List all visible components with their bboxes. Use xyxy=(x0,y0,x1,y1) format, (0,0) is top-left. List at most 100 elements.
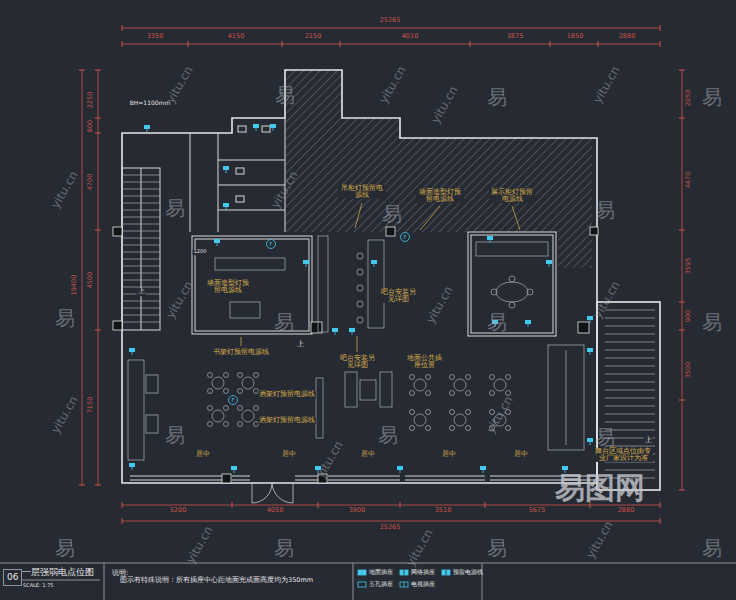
stair-tread xyxy=(605,390,655,391)
dimension-text: 4150 xyxy=(227,33,246,40)
annotation-text: 吧台安装另见详图 xyxy=(379,289,417,303)
inner-walls xyxy=(122,118,556,336)
dimension-text: 2050 xyxy=(685,89,692,108)
stair-tread xyxy=(605,318,655,319)
legend-item: 电视插座 xyxy=(399,581,435,588)
chair xyxy=(254,406,259,411)
chair xyxy=(410,410,415,415)
dimension-tick xyxy=(660,518,661,524)
legend-symbol-body xyxy=(358,582,366,587)
annotation-text: 吧台安装另见详图 xyxy=(338,355,376,369)
stair-tread xyxy=(122,224,160,225)
dimension-text: 4010 xyxy=(401,33,420,40)
dimension-text: 3875 xyxy=(506,33,525,40)
dimension-text: 25265 xyxy=(379,17,402,24)
chair xyxy=(208,373,213,378)
dimension-text: 3350 xyxy=(146,33,165,40)
watermark-url: yitu.cn xyxy=(314,439,346,481)
annotation-text: 书架灯预留电源线 xyxy=(212,349,270,356)
stair-tread xyxy=(122,217,160,218)
socket-lead xyxy=(217,243,218,246)
stair-tread xyxy=(122,322,160,323)
legend-symbol-body xyxy=(442,570,450,575)
chair xyxy=(450,410,455,415)
dimension-tick xyxy=(122,25,123,31)
chair xyxy=(208,422,213,427)
dimension-text: 3900 xyxy=(348,507,367,514)
cell-heading: 说明: xyxy=(112,569,313,577)
socket-body xyxy=(332,328,338,332)
dimension-text: 900 xyxy=(685,309,692,323)
watermark-url: yitu.cn xyxy=(584,519,616,561)
dining-table xyxy=(450,375,471,396)
dimension-tick xyxy=(550,41,551,47)
socket-symbol xyxy=(303,260,309,267)
dimension-tick xyxy=(679,118,685,119)
watermark: 易 xyxy=(595,199,615,221)
socket-symbol xyxy=(270,124,276,131)
socket-symbol xyxy=(349,328,355,335)
watermark-url: yitu.cn xyxy=(484,394,516,436)
table-top xyxy=(494,379,506,391)
legend-item: 网络插座 xyxy=(399,569,435,576)
dimension-tick xyxy=(679,302,685,303)
socket-body xyxy=(253,124,259,128)
dimension-tick xyxy=(679,230,685,231)
socket-symbol xyxy=(129,463,135,470)
stair-tread xyxy=(605,406,655,407)
annotation-text: 地面公共插座位置 xyxy=(405,355,443,369)
chair xyxy=(466,426,471,431)
dimension-text: 25265 xyxy=(379,524,402,531)
dimension-tick xyxy=(95,485,101,486)
drawing-title: 一层强弱电点位图 xyxy=(22,568,94,577)
dimension-text: 2880 xyxy=(617,507,636,514)
socket-lead xyxy=(234,470,235,473)
dimension-tick xyxy=(679,400,685,401)
socket-body xyxy=(587,438,593,442)
socket-lead xyxy=(483,470,484,473)
watermark-url: yitu.cn xyxy=(164,64,196,106)
legend-symbol xyxy=(357,581,367,588)
dimension-tick xyxy=(318,502,319,508)
dimension-text: 2250 xyxy=(87,91,94,110)
dimension-tick xyxy=(660,41,661,47)
hatched-area xyxy=(285,70,592,268)
furniture xyxy=(128,236,584,460)
dimension-text: 4700 xyxy=(87,173,94,192)
socket-lead xyxy=(256,128,257,131)
watermark-url: yitu.cn xyxy=(49,394,81,436)
watermark: 易 xyxy=(378,424,398,446)
watermark-url: yitu.cn xyxy=(377,64,409,106)
socket-symbol xyxy=(487,236,493,243)
legend-symbol-body xyxy=(358,570,366,575)
socket-lead xyxy=(335,332,336,335)
socket-body xyxy=(587,316,593,320)
socket-symbol xyxy=(525,320,531,327)
stair-tread xyxy=(122,210,160,211)
dimension-text: 19400 xyxy=(71,274,78,297)
socket-body xyxy=(397,466,403,470)
annotation-text: 居中 xyxy=(513,451,529,458)
stair-tread xyxy=(605,358,655,359)
socket-symbols xyxy=(129,124,593,473)
dimension-tick xyxy=(598,41,599,47)
stair-tread xyxy=(122,308,160,309)
dining-sets xyxy=(208,253,534,431)
bar-stool xyxy=(357,301,363,307)
stair-tread xyxy=(122,245,160,246)
socket-body xyxy=(144,125,150,129)
legend-symbol-mark xyxy=(404,570,405,575)
stair-tread xyxy=(605,398,655,399)
dining-table xyxy=(490,375,511,396)
stair-tread xyxy=(122,252,160,253)
socket-body xyxy=(546,260,552,264)
stair-tread xyxy=(122,273,160,274)
watermark: 易 xyxy=(275,84,295,106)
watermark: 易 xyxy=(595,426,615,448)
socket-letter: F xyxy=(231,397,234,403)
stair-tread xyxy=(122,280,160,281)
chair xyxy=(238,422,243,427)
socket-lead xyxy=(590,442,591,445)
watermark-url: yitu.cn xyxy=(184,524,216,566)
stair-tread xyxy=(605,342,655,343)
